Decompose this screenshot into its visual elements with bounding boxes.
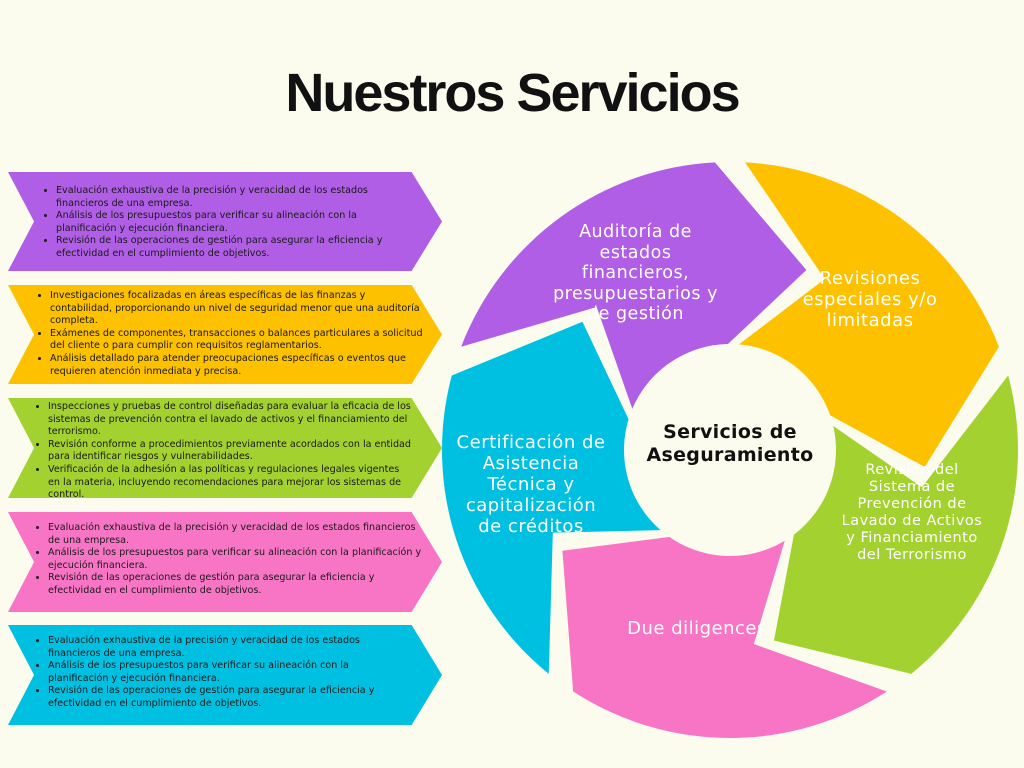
bullet-item: Verificación de la adhesión a las políti… xyxy=(48,464,412,498)
cycle-center-label: Servicios de Aseguramiento xyxy=(646,421,814,466)
bullet-list: Inspecciones y pruebas de control diseña… xyxy=(8,401,442,498)
segment-label-audit: Auditoría de estados financieros, presup… xyxy=(553,222,718,324)
bullet-item: Revisión de las operaciones de gestión p… xyxy=(48,572,428,597)
service-band-certification: Evaluación exhaustiva de la precisión y … xyxy=(8,625,442,725)
bullet-item: Investigaciones focalizadas en áreas esp… xyxy=(50,290,426,328)
segment-special-reviews xyxy=(735,162,999,468)
segment-label-certification: Certificación de Asistencia Técnica y ca… xyxy=(456,432,606,537)
bullet-item: Evaluación exhaustiva de la precisión y … xyxy=(48,522,428,547)
bullet-item: Inspecciones y pruebas de control diseña… xyxy=(48,401,412,439)
segment-label-special-reviews: Revisiones especiales y/o limitadas xyxy=(802,268,938,331)
cycle-center-circle xyxy=(624,344,836,556)
service-band-special-reviews: Investigaciones focalizadas en áreas esp… xyxy=(8,285,442,384)
segment-audit xyxy=(461,162,807,414)
segment-label-due-diligence: Due diligences xyxy=(627,618,767,639)
bullet-list: Investigaciones focalizadas en áreas esp… xyxy=(8,290,442,378)
bullet-item: Exámenes de componentes, transacciones o… xyxy=(50,328,426,353)
service-band-audit: Evaluación exhaustiva de la precisión y … xyxy=(8,172,442,271)
bullet-item: Análisis detallado para atender preocupa… xyxy=(50,353,426,378)
bullet-item: Revisión de las operaciones de gestión p… xyxy=(56,235,402,260)
bullet-list: Evaluación exhaustiva de la precisión y … xyxy=(8,522,442,598)
segment-label-aml-review: Revisión del Sistema de Prevención de La… xyxy=(841,462,983,563)
bullet-item: Evaluación exhaustiva de la precisión y … xyxy=(48,635,398,660)
bullet-item: Análisis de los presupuestos para verifi… xyxy=(48,547,428,572)
bullet-item: Análisis de los presupuestos para verifi… xyxy=(56,210,402,235)
bullet-list: Evaluación exhaustiva de la precisión y … xyxy=(8,185,442,261)
segment-certification xyxy=(442,321,666,674)
bullet-item: Revisión de las operaciones de gestión p… xyxy=(48,685,398,710)
service-band-aml-review: Inspecciones y pruebas de control diseña… xyxy=(8,398,442,498)
bullet-item: Revisión conforme a procedimientos previ… xyxy=(48,439,412,464)
service-band-due-diligence: Evaluación exhaustiva de la precisión y … xyxy=(8,512,442,612)
bullet-item: Evaluación exhaustiva de la precisión y … xyxy=(56,185,402,210)
segment-due-diligence xyxy=(562,536,887,738)
bullet-list: Evaluación exhaustiva de la precisión y … xyxy=(8,635,442,711)
bullet-item: Análisis de los presupuestos para verifi… xyxy=(48,660,398,685)
page-title: Nuestros Servicios xyxy=(285,63,740,123)
